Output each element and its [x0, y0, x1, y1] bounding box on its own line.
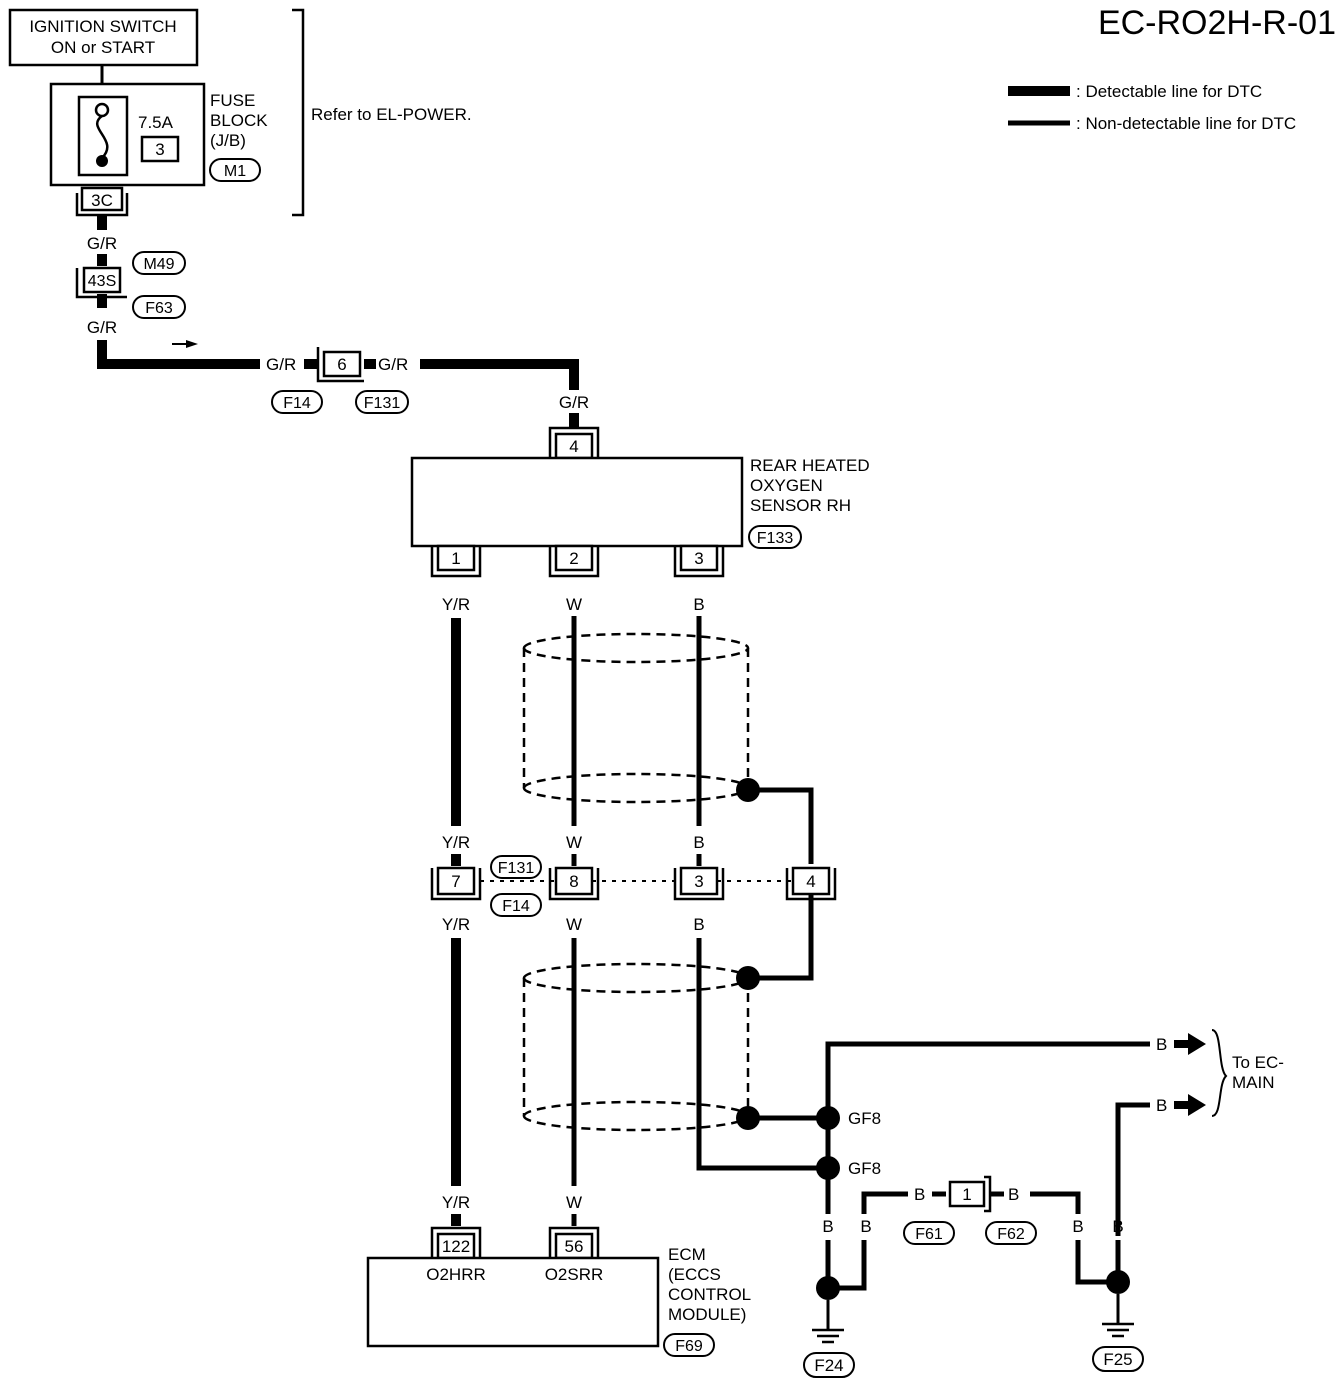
sensor-label-1: REAR HEATED — [750, 456, 870, 475]
ecm-connector-f69: F69 — [675, 1338, 703, 1355]
wire-label-b-main-2: B — [1156, 1096, 1167, 1115]
connector-8: 8 — [569, 872, 578, 891]
wire-label-b-c1-left: B — [914, 1185, 925, 1204]
rear-heated-oxygen-sensor-box — [410, 456, 744, 548]
ecm-terminal-label-o2srr: O2SRR — [545, 1265, 604, 1284]
wire-label-gr-4: G/R — [378, 355, 408, 374]
ground-f25-icon — [1102, 1294, 1134, 1338]
sensor-pin-1: 1 — [451, 549, 460, 568]
fuse-number: 3 — [155, 140, 164, 159]
wire-label-w-2: W — [566, 833, 582, 852]
arrow-right-icon — [1174, 1094, 1206, 1116]
fuse-rating: 7.5A — [138, 113, 174, 132]
ground-f24: F24 — [814, 1356, 843, 1375]
connector-f131-top: F131 — [364, 395, 401, 412]
wire-label-b-f24-1: B — [822, 1217, 833, 1236]
wire-label-b-f25-2: B — [1112, 1217, 1123, 1236]
fuse-terminal-3c: 3C — [91, 191, 113, 210]
wire-label-yr-1: Y/R — [442, 595, 470, 614]
fuse-icon — [95, 114, 109, 159]
connector-m49: M49 — [143, 256, 174, 273]
ground-junction-gf8-1 — [816, 1106, 840, 1130]
ecm-terminal-label-o2hrr: O2HRR — [426, 1265, 486, 1284]
wire-label-yr-3: Y/R — [442, 915, 470, 934]
ground-f25: F25 — [1103, 1350, 1132, 1369]
wire-label-gr-5: G/R — [559, 393, 589, 412]
legend-non-detectable-text: : Non-detectable line for DTC — [1076, 114, 1296, 133]
connector-f61: F61 — [915, 1226, 943, 1243]
ground-junction-gf8-2 — [816, 1156, 840, 1180]
to-ec-main-line2: MAIN — [1232, 1073, 1275, 1092]
sensor-pin-2: 2 — [569, 549, 578, 568]
connector-f63: F63 — [145, 300, 173, 317]
connector-1: 1 — [962, 1185, 971, 1204]
sensor-connector-f133: F133 — [757, 530, 794, 547]
ecm-pin-122: 122 — [442, 1237, 470, 1256]
fuse-block-label-2: BLOCK — [210, 111, 268, 130]
connector-f14-top: F14 — [283, 395, 311, 412]
wire-label-b-2: B — [693, 833, 704, 852]
wire-label-b-f24-2: B — [860, 1217, 871, 1236]
sensor-pin-4: 4 — [569, 437, 578, 456]
connector-4: 4 — [806, 872, 815, 891]
sensor-pin-3: 3 — [694, 549, 703, 568]
connector-7: 7 — [451, 872, 460, 891]
ecm-label-4: MODULE) — [668, 1305, 746, 1324]
ignition-switch-line2: ON or START — [51, 38, 155, 57]
wire-label-b-main-1: B — [1156, 1035, 1167, 1054]
ecm-label-3: CONTROL — [668, 1285, 751, 1304]
diagram-code: EC-RO2H-R-01 — [1098, 4, 1336, 42]
connector-43s: 43S — [88, 273, 116, 290]
connector-f62: F62 — [997, 1226, 1025, 1243]
wire-label-b-c1-right: B — [1008, 1185, 1019, 1204]
connector-f131-mid: F131 — [498, 860, 535, 877]
wire-label-yr-2: Y/R — [442, 833, 470, 852]
wire-label-b-3: B — [693, 915, 704, 934]
wire-label-w-4: W — [566, 1193, 582, 1212]
wire-label-b-f25-1: B — [1072, 1217, 1083, 1236]
wire-label-yr-4: Y/R — [442, 1193, 470, 1212]
wire-label-gr-3: G/R — [266, 355, 296, 374]
wire-label-w-3: W — [566, 915, 582, 934]
wire-label-w-1: W — [566, 595, 582, 614]
wire-label-gr-2: G/R — [87, 318, 117, 337]
ignition-switch-line1: IGNITION SWITCH — [29, 17, 176, 36]
connector-f14-mid: F14 — [502, 898, 530, 915]
arrow-right-icon — [1174, 1033, 1206, 1055]
wire-label-b-1: B — [693, 595, 704, 614]
flow-arrow-icon — [186, 340, 198, 348]
fuse-block-label-3: (J/B) — [210, 131, 246, 150]
connector-3: 3 — [694, 872, 703, 891]
sensor-label-2: OXYGEN — [750, 476, 823, 495]
ecm-label-2: (ECCS — [668, 1265, 721, 1284]
refer-note: Refer to EL-POWER. — [311, 105, 472, 124]
wire-label-gr-1: G/R — [87, 234, 117, 253]
legend-detectable-text: : Detectable line for DTC — [1076, 82, 1262, 101]
fuse-block-label-1: FUSE — [210, 91, 255, 110]
ecm-label-1: ECM — [668, 1245, 706, 1264]
ground-point-gf8-2: GF8 — [848, 1159, 881, 1178]
ground-f24-icon — [812, 1300, 844, 1344]
connector-6: 6 — [337, 355, 346, 374]
sensor-label-3: SENSOR RH — [750, 496, 851, 515]
ground-point-gf8-1: GF8 — [848, 1109, 881, 1128]
ecm-box — [366, 1256, 660, 1348]
to-ec-main-line1: To EC- — [1232, 1053, 1284, 1072]
ignition-switch-box — [8, 8, 199, 67]
ecm-pin-56: 56 — [565, 1237, 584, 1256]
fuse-connector-m1: M1 — [224, 163, 246, 180]
